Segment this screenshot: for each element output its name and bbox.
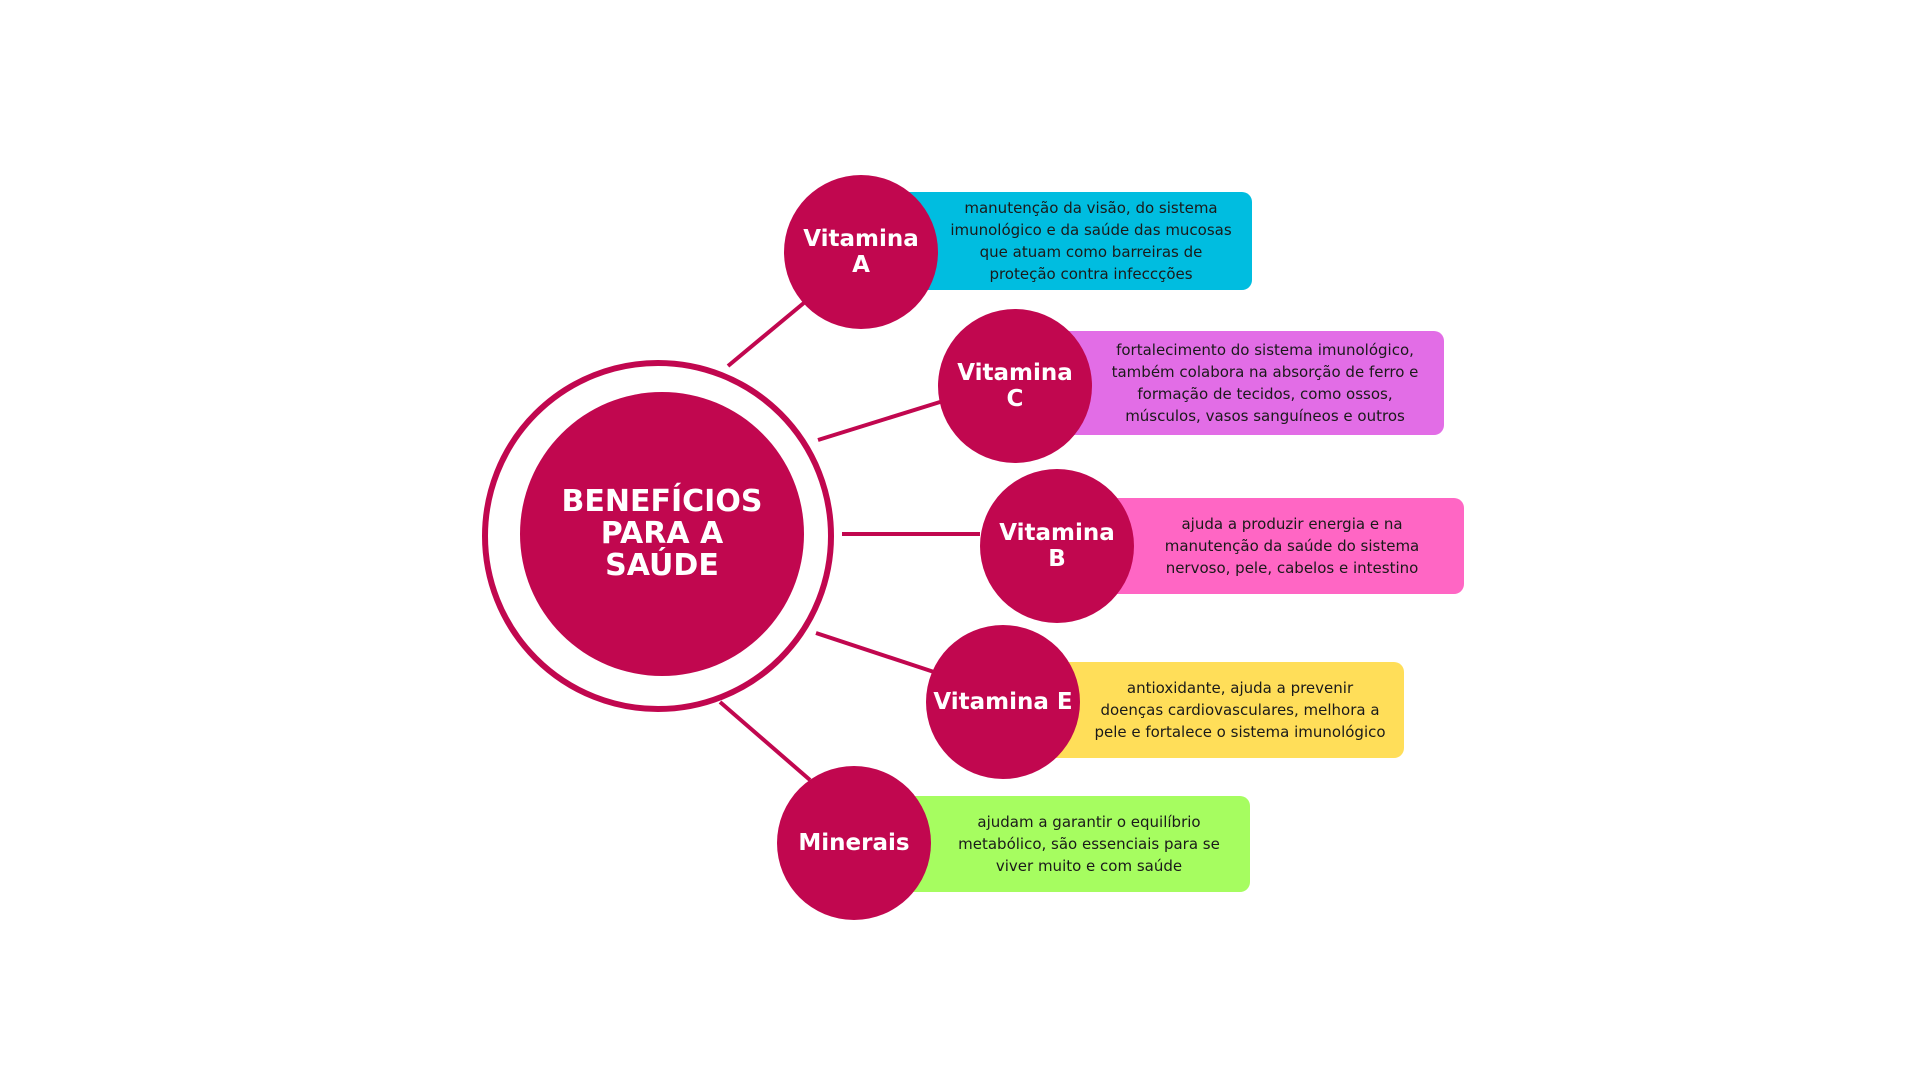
node-vitamina-e: Vitamina E (926, 625, 1080, 779)
connector-vitamina-e (815, 631, 935, 674)
center-node: BENEFÍCIOS PARA A SAÚDE (520, 392, 804, 676)
description-text-vitamina-b: ajuda a produzir energia e na manutenção… (1164, 515, 1420, 577)
node-vitamina-b: Vitamina B (980, 469, 1134, 623)
node-minerais: Minerais (777, 766, 931, 920)
description-text-vitamina-c: fortalecimento do sistema imunológico, t… (1111, 341, 1419, 425)
node-label-vitamina-b: Vitamina B (999, 520, 1115, 572)
node-label-vitamina-e: Vitamina E (933, 689, 1073, 715)
node-label-minerais: Minerais (798, 830, 910, 856)
node-label-vitamina-a: Vitamina A (803, 226, 919, 278)
description-text-minerais: ajudam a garantir o equilíbrio metabólic… (958, 813, 1220, 875)
description-box-vitamina-c: fortalecimento do sistema imunológico, t… (1056, 331, 1444, 435)
connector-minerais (718, 700, 812, 782)
description-box-vitamina-b: ajuda a produzir energia e na manutenção… (1090, 498, 1464, 594)
node-vitamina-a: Vitamina A (784, 175, 938, 329)
connector-vitamina-a (726, 300, 807, 368)
connector-vitamina-c (817, 400, 941, 442)
center-title: BENEFÍCIOS PARA A SAÚDE (561, 484, 763, 583)
description-text-vitamina-e: antioxidante, ajuda a prevenir doenças c… (1094, 679, 1386, 741)
description-box-vitamina-a: manutenção da visão, do sistema imunológ… (900, 192, 1252, 290)
description-text-vitamina-a: manutenção da visão, do sistema imunológ… (950, 199, 1232, 283)
node-label-vitamina-c: Vitamina C (957, 360, 1073, 412)
description-box-vitamina-e: antioxidante, ajuda a prevenir doenças c… (1046, 662, 1404, 758)
node-vitamina-c: Vitamina C (938, 309, 1092, 463)
description-box-minerais: ajudam a garantir o equilíbrio metabólic… (898, 796, 1250, 892)
